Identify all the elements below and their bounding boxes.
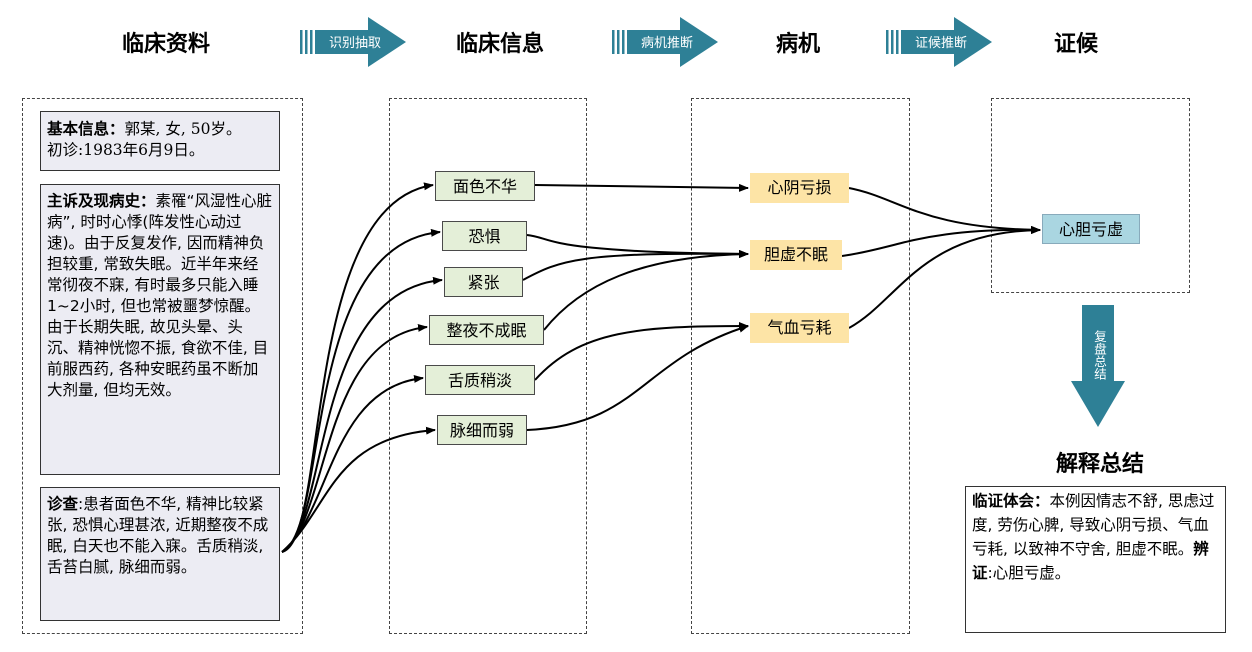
link-heart-yin-to-syndrome bbox=[848, 187, 1041, 234]
link-gallbladder-to-syndrome bbox=[841, 225, 1041, 257]
summary-label-1: 临证体会： bbox=[972, 492, 1050, 510]
link-fear-to-gallbladder bbox=[526, 234, 749, 258]
header-syndrome: 证候 bbox=[1053, 32, 1098, 57]
link-exam-to-fear bbox=[281, 228, 441, 553]
clinical-info-panel bbox=[389, 98, 587, 634]
pathogenesis-item: 心阴亏损 bbox=[750, 173, 849, 203]
pathogenesis-item: 胆虚不眠 bbox=[750, 240, 842, 270]
link-exam-to-tension bbox=[281, 276, 443, 553]
summary-label-2: 辨证 bbox=[972, 540, 1209, 582]
pathogenesis-item: 气血亏耗 bbox=[750, 313, 849, 343]
link-face-to-heart-yin bbox=[534, 183, 749, 192]
link-insomnia-to-gallbladder bbox=[543, 250, 749, 331]
step-review-label: 复盘总结 bbox=[1092, 330, 1107, 380]
step-arrow-identify: 识别抽取 bbox=[300, 17, 406, 67]
link-exam-to-tongue bbox=[281, 374, 424, 553]
header-clinical-info: 临床信息 bbox=[455, 32, 544, 57]
basic-info-label: 基本信息： bbox=[47, 119, 125, 138]
clinical-info-item: 恐惧 bbox=[442, 221, 527, 251]
exam-label: 诊查 bbox=[47, 495, 79, 513]
link-tongue-to-qi-blood bbox=[534, 322, 749, 381]
link-exam-to-insomnia bbox=[281, 323, 428, 553]
arrow-right-icon bbox=[300, 17, 406, 67]
arrow-right-icon bbox=[612, 17, 718, 67]
arrow-down-icon bbox=[1071, 305, 1125, 427]
summary-text-2: :心胆亏虚。 bbox=[987, 564, 1071, 582]
exam-text: :患者面色不华, 精神比较紧张, 恐惧心理甚浓, 近期整夜不成眠, 白天也不能入… bbox=[47, 495, 269, 576]
step-pathogenesis-label: 病机推断 bbox=[640, 36, 693, 51]
basic-info-text-1: 郭某, 女, 50岁。 bbox=[124, 120, 242, 138]
summary-box: 临证体会：本例因情志不舒, 思虑过度, 劳伤心脾, 导致心阴亏损、气血亏耗, 以… bbox=[965, 486, 1226, 633]
link-qi-blood-to-syndrome bbox=[848, 226, 1041, 329]
link-pulse-to-qi-blood bbox=[526, 324, 749, 431]
header-clinical-data: 临床资料 bbox=[121, 32, 210, 57]
step-syndrome-label: 证候推断 bbox=[914, 36, 967, 51]
history-label: 主诉及现病史： bbox=[47, 192, 156, 210]
step-arrow-pathogenesis: 病机推断 bbox=[612, 17, 718, 67]
exam-box: 诊查:患者面色不华, 精神比较紧张, 恐惧心理甚浓, 近期整夜不成眠, 白天也不… bbox=[40, 487, 280, 621]
summary-title: 解释总结 bbox=[1055, 452, 1144, 477]
syndrome-node: 心胆亏虚 bbox=[1042, 214, 1140, 244]
link-tension-to-gallbladder bbox=[522, 249, 749, 281]
step-identify-label: 识别抽取 bbox=[328, 36, 381, 51]
clinical-info-item: 面色不华 bbox=[435, 171, 535, 201]
syndrome-panel bbox=[991, 98, 1190, 293]
history-text: 素罹“风湿性心脏病”, 时时心悸(阵发性心动过速)。由于反复发作, 因而精神负担… bbox=[47, 192, 273, 399]
history-box: 主诉及现病史：素罹“风湿性心脏病”, 时时心悸(阵发性心动过速)。由于反复发作,… bbox=[40, 184, 280, 475]
clinical-info-item: 整夜不成眠 bbox=[429, 315, 544, 345]
arrow-right-icon bbox=[886, 17, 992, 67]
clinical-info-item: 脉细而弱 bbox=[437, 415, 527, 445]
clinical-info-item: 紧张 bbox=[444, 267, 523, 297]
pathogenesis-panel bbox=[691, 98, 910, 634]
basic-info-box: 基本信息：郭某, 女, 50岁。 初诊:1983年6月9日。 bbox=[40, 111, 280, 171]
summary-text-1: 本例因情志不舒, 思虑过度, 劳伤心脾, 导致心阴亏损、气血亏耗, 以致神不守舍… bbox=[972, 492, 1215, 558]
clinical-data-panel bbox=[22, 98, 303, 634]
basic-info-text-2: 初诊:1983年6月9日。 bbox=[47, 141, 205, 159]
step-arrow-syndrome: 证候推断 bbox=[886, 17, 992, 67]
link-exam-to-pulse bbox=[281, 426, 436, 553]
header-pathogenesis: 病机 bbox=[775, 32, 820, 57]
clinical-info-item: 舌质稍淡 bbox=[425, 365, 535, 395]
